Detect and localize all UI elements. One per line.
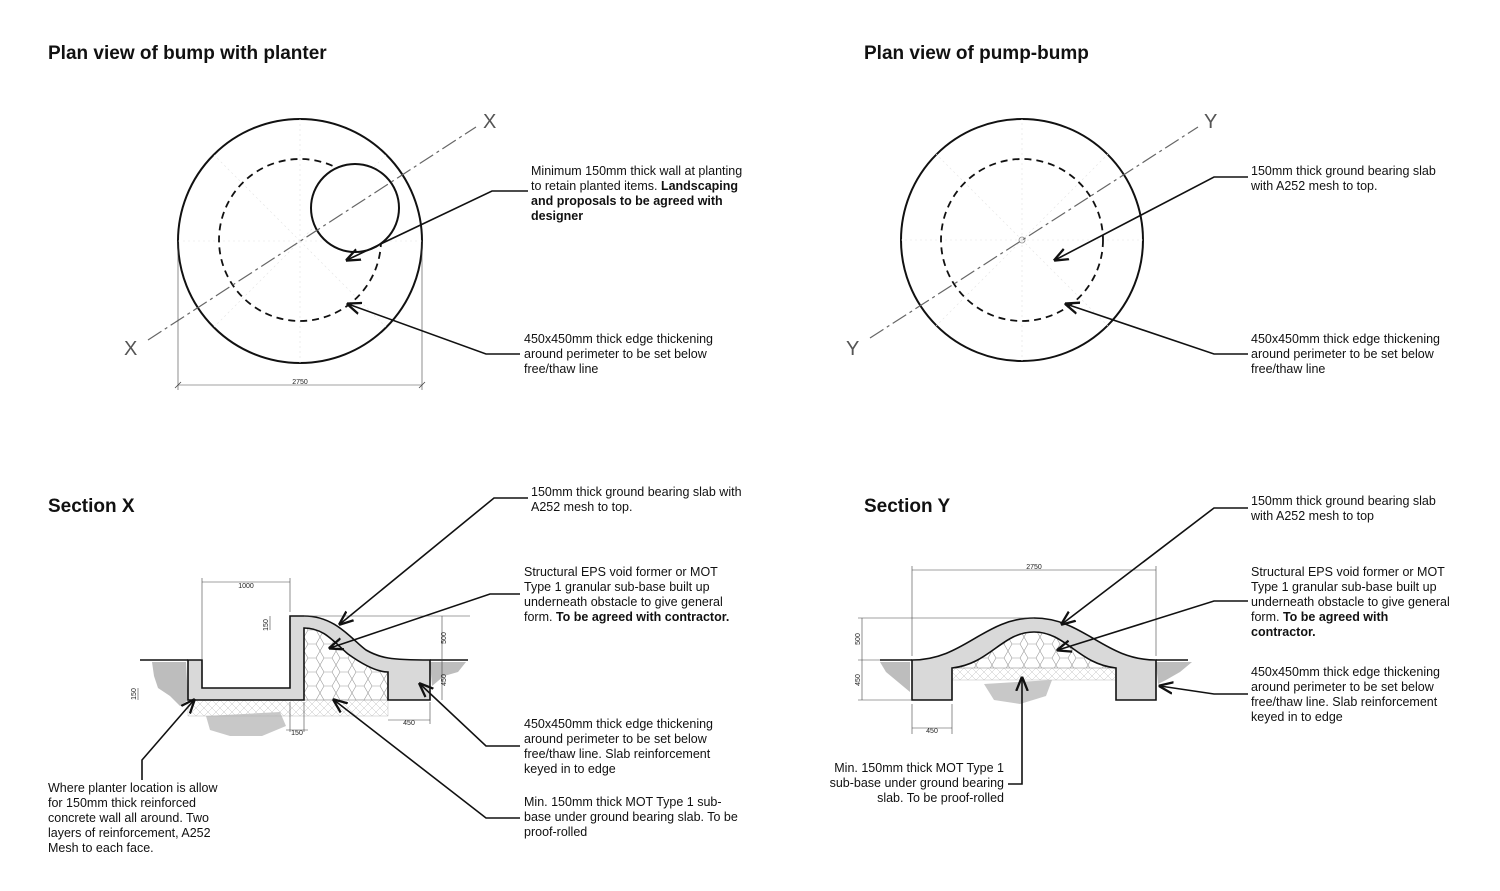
section-x-leader-eps bbox=[330, 593, 520, 648]
section-y-dim-450b: 450 bbox=[926, 728, 938, 735]
section-x-ground-right bbox=[430, 662, 466, 686]
section-y-leader-eps bbox=[1058, 600, 1248, 650]
plan-x-axis-label-end: X bbox=[483, 111, 496, 133]
section-x-dim-150c: 150 bbox=[291, 730, 303, 737]
plan-y-radial-guides bbox=[901, 119, 1143, 361]
section-y-dim-500: 500 bbox=[855, 633, 862, 645]
section-x-ground-under bbox=[206, 712, 286, 736]
section-x-leader-edge bbox=[420, 684, 520, 747]
section-y-concrete-slab bbox=[911, 617, 1157, 701]
section-y-ground-right bbox=[1156, 662, 1192, 684]
plan-y-section-line bbox=[869, 126, 1199, 339]
plan-x-leader-wall bbox=[347, 190, 528, 260]
section-x-note-planter: Where planter location is allow for 150m… bbox=[48, 781, 218, 855]
section-y-note-slab: 150mm thick ground bearing slab with A25… bbox=[1251, 494, 1436, 523]
section-x-dim-500: 500 bbox=[441, 632, 448, 644]
section-x-dim-150b: 150 bbox=[131, 688, 138, 700]
plan-x-note-edge: 450x450mm thick edge thickening around p… bbox=[524, 332, 714, 376]
section-x-dim-450a: 450 bbox=[441, 674, 448, 686]
plan-x-planter-wall bbox=[310, 163, 400, 253]
plan-y-note-slab: 150mm thick ground bearing slab with A25… bbox=[1251, 164, 1436, 193]
section-y-title: Section Y bbox=[864, 496, 951, 517]
section-x-title: Section X bbox=[48, 496, 135, 517]
section-y-dim-2750: 2750 bbox=[1026, 564, 1042, 571]
section-x-note-edge: 450x450mm thick edge thickening around p… bbox=[524, 717, 714, 776]
plan-x-note-wall: Minimum 150mm thick wall at planting to … bbox=[531, 164, 743, 223]
section-x-leader-subbase bbox=[334, 700, 520, 819]
section-y-note-subbase: Min. 150mm thick MOT Type 1 sub-base und… bbox=[829, 761, 1004, 805]
section-x-note-slab: 150mm thick ground bearing slab with A25… bbox=[531, 485, 742, 514]
plan-x-section-line bbox=[147, 126, 477, 341]
section-y-note-edge: 450x450mm thick edge thickening around p… bbox=[1251, 665, 1441, 724]
plan-y-axis-label-end: Y bbox=[1204, 111, 1217, 133]
plan-x-title: Plan view of bump with planter bbox=[48, 43, 327, 64]
section-x-drawing: 1000 150 500 450 150 150 450 bbox=[131, 497, 528, 819]
section-y-subbase bbox=[951, 667, 1117, 681]
section-y-ground-under bbox=[984, 680, 1052, 704]
section-y-leader-subbase bbox=[1008, 678, 1022, 785]
section-x-note-subbase: Min. 150mm thick MOT Type 1 sub-base und… bbox=[524, 795, 738, 839]
plan-y-edge-thickening-line bbox=[940, 158, 1104, 322]
section-y-ground-left bbox=[880, 662, 910, 692]
plan-x-dimension-value: 2750 bbox=[292, 379, 308, 386]
plan-x-leader-edge bbox=[348, 304, 520, 355]
section-x-dim-150a: 150 bbox=[263, 619, 270, 631]
plan-y-note-edge: 450x450mm thick edge thickening around p… bbox=[1251, 332, 1441, 376]
section-y-drawing: 2750 500 450 450 bbox=[855, 507, 1248, 785]
plan-y-leader-edge bbox=[1066, 304, 1248, 355]
plan-y-drawing: Y Y bbox=[846, 111, 1248, 362]
section-x-dim-450b: 450 bbox=[403, 720, 415, 727]
section-y-note-eps: Structural EPS void former or MOT Type 1… bbox=[1251, 565, 1450, 639]
plan-y-axis-label-start: Y bbox=[846, 338, 859, 360]
plan-x-axis-label-start: X bbox=[124, 338, 137, 360]
plan-y-leader-slab bbox=[1055, 176, 1248, 260]
section-y-leader-edge bbox=[1160, 686, 1248, 695]
section-x-leader-planter bbox=[141, 700, 194, 780]
section-x-ground-left bbox=[152, 662, 188, 706]
section-x-leader-slab bbox=[340, 497, 528, 624]
section-y-dim-450a: 450 bbox=[855, 674, 862, 686]
section-x-dim-1000: 1000 bbox=[238, 583, 254, 590]
section-x-note-eps: Structural EPS void former or MOT Type 1… bbox=[524, 565, 730, 624]
section-y-leader-slab bbox=[1062, 507, 1248, 624]
plan-x-drawing: X X 2750 bbox=[124, 111, 528, 390]
section-x-subbase bbox=[187, 699, 389, 717]
plan-y-title: Plan view of pump-bump bbox=[864, 43, 1089, 64]
